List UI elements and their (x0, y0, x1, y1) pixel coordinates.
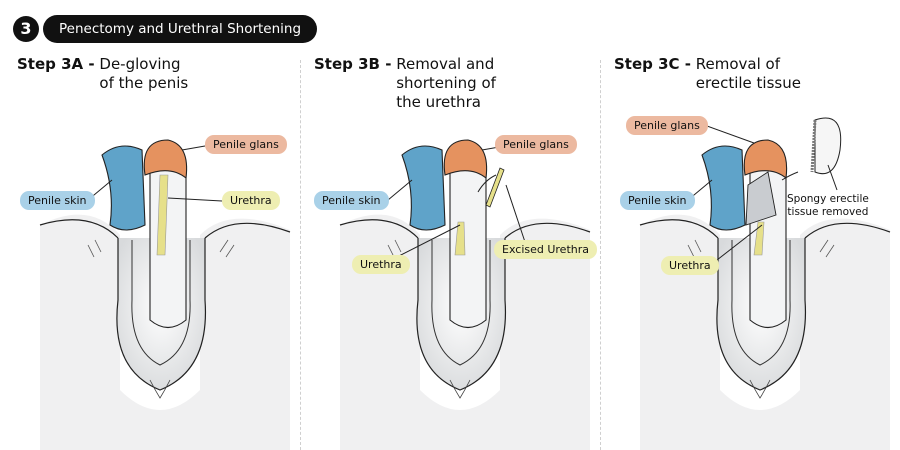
panel-3b-illustration (339, 139, 591, 450)
label-urethra: Urethra (222, 191, 280, 210)
step-3a-heading: Step 3A - De-gloving of the penis (17, 55, 189, 92)
panel-3a-illustration (39, 139, 291, 450)
panel-3c-illustration (639, 117, 891, 450)
step-3c-heading: Step 3C - Removal of erectile tissue (614, 55, 801, 92)
label-urethra: Urethra (661, 256, 719, 275)
label-penile-skin: Penile skin (620, 191, 695, 210)
panel-divider (300, 60, 301, 450)
label-penile-glans: Penile glans (495, 135, 577, 154)
label-penile-glans: Penile glans (205, 135, 287, 154)
label-excised-urethra: Excised Urethra (494, 240, 597, 259)
label-penile-glans: Penile glans (626, 116, 708, 135)
label-spongy-tissue-removed: Spongy erectile tissue removed (787, 193, 869, 218)
label-penile-skin: Penile skin (20, 191, 95, 210)
section-title: Penectomy and Urethral Shortening (43, 15, 318, 43)
label-penile-skin: Penile skin (314, 191, 389, 210)
step-3b-heading: Step 3B - Removal and shortening of the … (314, 55, 496, 111)
panel-divider (600, 60, 601, 450)
label-urethra: Urethra (352, 255, 410, 274)
step-number-badge: 3 (13, 16, 39, 42)
